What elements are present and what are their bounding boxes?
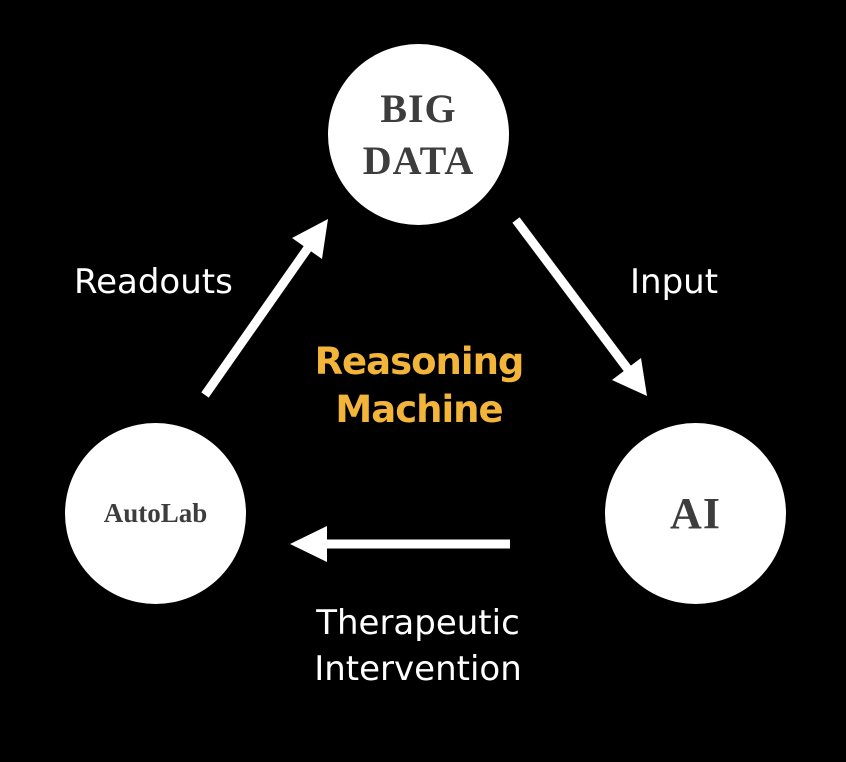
arrow-input xyxy=(512,217,647,396)
node-big-data: BIG DATA xyxy=(328,44,509,225)
node-autolab: AutoLab xyxy=(65,423,246,604)
center-title: Reasoning Machine xyxy=(314,340,525,431)
node-ai-label: AI xyxy=(670,489,721,538)
arrow-therapeutic-intervention xyxy=(290,526,510,562)
edge-label-input: Input xyxy=(630,262,719,302)
node-big-data-label: BIG DATA xyxy=(362,85,475,183)
arrow-readouts xyxy=(201,219,328,398)
node-autolab-label: AutoLab xyxy=(103,498,208,528)
node-ai: AI xyxy=(605,423,786,604)
edge-label-therapeutic-intervention: Therapeutic Intervention xyxy=(314,603,522,689)
edge-label-readouts: Readouts xyxy=(74,262,233,302)
